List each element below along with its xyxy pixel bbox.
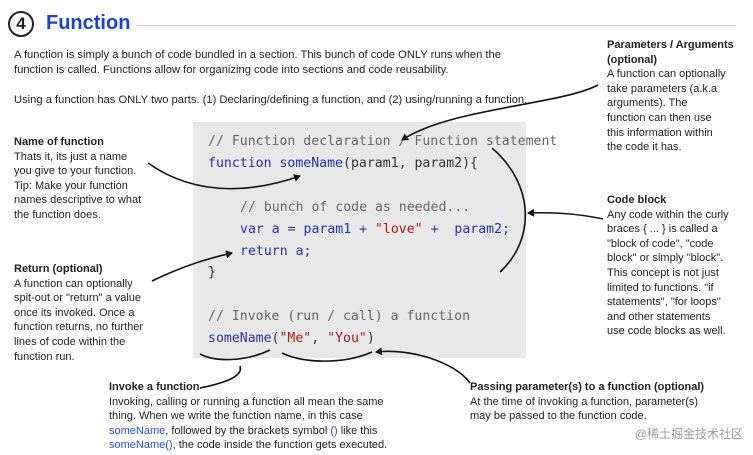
inline-code-name: someName — [109, 424, 166, 437]
invoke-arg-2: "You" — [327, 331, 367, 346]
keyword-return: return — [240, 244, 288, 259]
note-line: function can then use — [607, 111, 712, 124]
arrow-name-of-function — [147, 162, 301, 190]
note-title: Parameters / Arguments — [607, 39, 734, 51]
note-line: someName(), the code inside the function… — [109, 438, 409, 453]
invoke-function-name: someName — [208, 331, 272, 346]
note-line: spit-out or "return" a value — [14, 292, 142, 305]
note-return: Return (optional) A function can optiona… — [14, 262, 189, 364]
note-line: Invoking, calling or running a function … — [109, 395, 384, 408]
var-expression-b: + param2; — [422, 222, 510, 237]
note-line: lines of code within the — [14, 335, 126, 348]
note-line: braces { ... } is called a — [607, 223, 718, 236]
invoke-underline — [199, 349, 271, 361]
note-line: "block of code", "code — [607, 237, 714, 250]
code-comment-declaration: // Function declaration / Function state… — [208, 134, 558, 149]
var-expression-a: a = param1 + — [263, 222, 375, 237]
inline-text: , followed by the brackets symbol — [165, 424, 331, 437]
inline-code-parens: () — [330, 424, 338, 437]
note-title: Name of function — [14, 136, 104, 148]
watermark: @稀土掘金技术社区 — [634, 427, 743, 441]
note-title: Code block — [607, 194, 667, 206]
note-code-block: Code block Any code within the curly bra… — [607, 193, 747, 339]
page-title: Function — [46, 12, 131, 34]
note-line: use code blocks as well. — [607, 325, 726, 338]
note-name-of-function: Name of function Thats it, its just a na… — [14, 135, 189, 223]
intro-line-3: Using a function has ONLY two parts. (1)… — [14, 94, 528, 106]
note-line: statements", "for loops" — [607, 296, 721, 309]
args-underline — [281, 351, 373, 362]
note-line: and other statements — [607, 310, 711, 323]
arrow-return — [151, 250, 233, 282]
invoke-comma: , — [311, 331, 328, 346]
note-line: the code it has. — [607, 141, 682, 154]
intro-line-2: function is called. Functions allow for … — [14, 64, 449, 76]
title-divider — [136, 25, 736, 26]
return-expression: a; — [287, 244, 312, 259]
code-function-signature: function someName(param1, param2){ — [208, 156, 478, 171]
string-love: "love" — [374, 222, 423, 237]
note-line: function returns, no further — [14, 321, 144, 334]
note-line: take parameters (a.k.a — [607, 82, 718, 95]
function-params: (param1, param2){ — [343, 156, 478, 171]
invoke-close-paren: ) — [366, 331, 375, 346]
note-line: the function does. — [14, 208, 101, 221]
code-invoke-line: someName("Me", "You") — [208, 331, 375, 346]
code-return-line: return a; — [240, 244, 311, 259]
note-line: you give to your function. — [14, 165, 137, 178]
note-parameters: Parameters / Arguments (optional) A func… — [607, 38, 747, 155]
arrow-code-block — [527, 208, 604, 220]
invoke-open-paren: ( — [271, 331, 280, 346]
note-line: A function can optionally — [14, 277, 133, 290]
note-line: Any code within the curly — [607, 208, 729, 221]
note-line: names descriptive to what — [14, 194, 142, 207]
intro-line-1: A function is simply a bunch of code bun… — [14, 49, 501, 61]
code-block-panel — [193, 122, 526, 358]
keyword-var: var — [240, 222, 264, 237]
note-title: Passing parameter(s) to a function (opti… — [470, 381, 705, 393]
note-line: This concept is not just — [607, 266, 719, 279]
arrow-parameters — [401, 84, 599, 141]
note-title-sub: (optional) — [607, 53, 658, 66]
inline-text: like this — [337, 424, 378, 437]
arrow-passing — [375, 347, 471, 384]
function-name: someName — [279, 156, 344, 171]
note-title: Invoke a function — [109, 381, 200, 393]
note-line: once its invoked. Once a — [14, 306, 135, 319]
inline-code-call: someName() — [109, 439, 173, 452]
note-line: someName, followed by the brackets symbo… — [109, 424, 409, 439]
note-line: Thats it, its just a name — [14, 150, 128, 163]
note-passing-parameters: Passing parameter(s) to a function (opti… — [470, 380, 735, 424]
inline-text: , the code inside the function gets exec… — [172, 439, 388, 452]
note-invoke: Invoke a function Invoking, calling or r… — [109, 380, 409, 453]
code-var-line: var a = param1 + "love" + param2; — [240, 222, 510, 237]
note-line: limited to functions. "if — [607, 281, 714, 294]
keyword-function: function — [208, 156, 272, 171]
invoke-arg-1: "Me" — [279, 331, 312, 346]
code-comment-invoke: // Invoke (run / call) a function — [208, 309, 471, 324]
note-line: may be passed to the function code. — [470, 410, 647, 423]
step-number-badge: 4 — [8, 11, 34, 37]
code-close-brace: } — [208, 265, 216, 280]
note-line: arguments). The — [607, 97, 688, 110]
note-line: A function can optionally — [607, 68, 726, 81]
note-line: block" or simply "block". — [607, 252, 724, 265]
code-block-bracket — [491, 147, 527, 273]
note-line: function run. — [14, 350, 75, 363]
note-line: At the time of invoking a function, para… — [470, 395, 699, 408]
code-comment-body: // bunch of code as needed... — [240, 200, 471, 215]
note-line: Tip: Make your function — [14, 179, 128, 192]
arrow-invoke — [199, 365, 242, 389]
note-title: Return (optional) — [14, 263, 103, 275]
note-line: thing. When we write the function name, … — [109, 410, 363, 423]
note-line: this information within — [607, 126, 713, 139]
